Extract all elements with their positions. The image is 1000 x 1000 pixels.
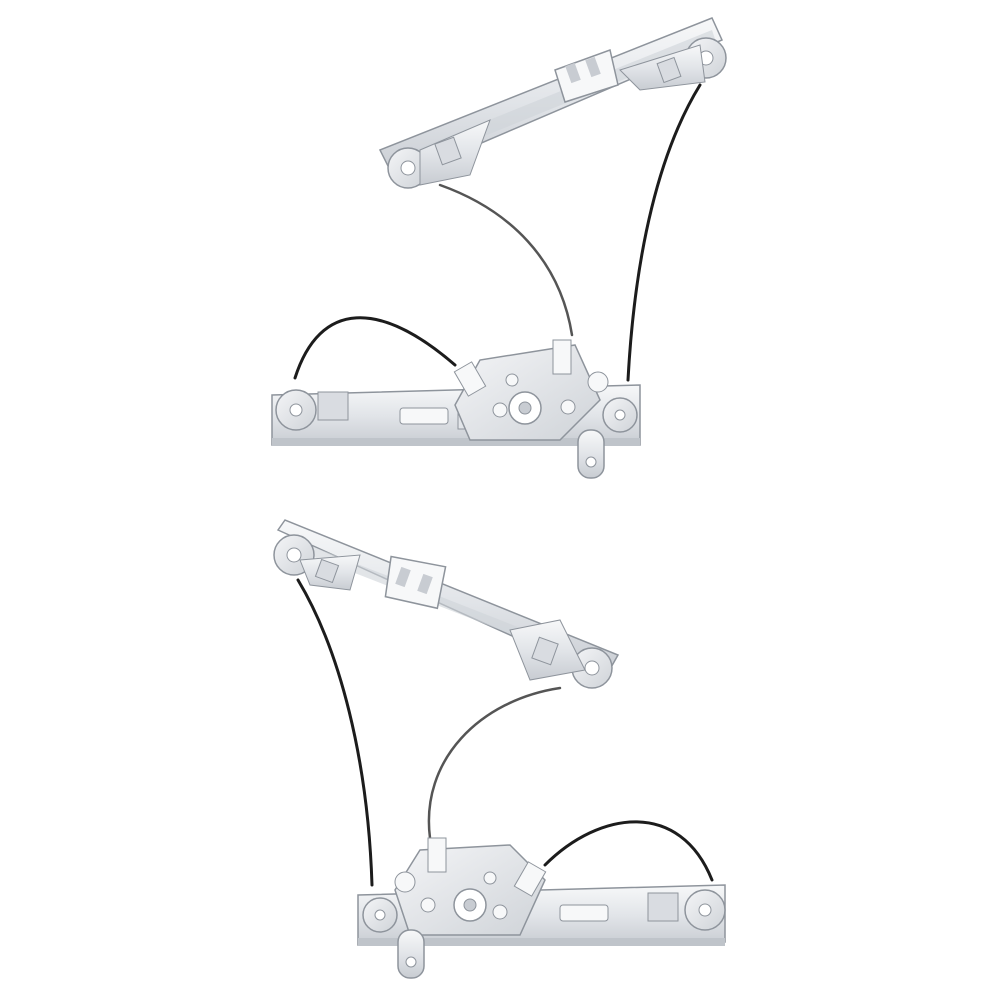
bottom-lower-rail — [357, 837, 726, 979]
bottom-cables — [296, 578, 714, 887]
top-lower-rail — [271, 339, 641, 479]
top-regulator-assembly — [271, 17, 727, 479]
bottom-regulator-assembly — [273, 519, 726, 979]
top-cables — [293, 83, 702, 382]
bottom-upper-rail — [273, 519, 620, 689]
top-upper-rail — [378, 17, 727, 189]
